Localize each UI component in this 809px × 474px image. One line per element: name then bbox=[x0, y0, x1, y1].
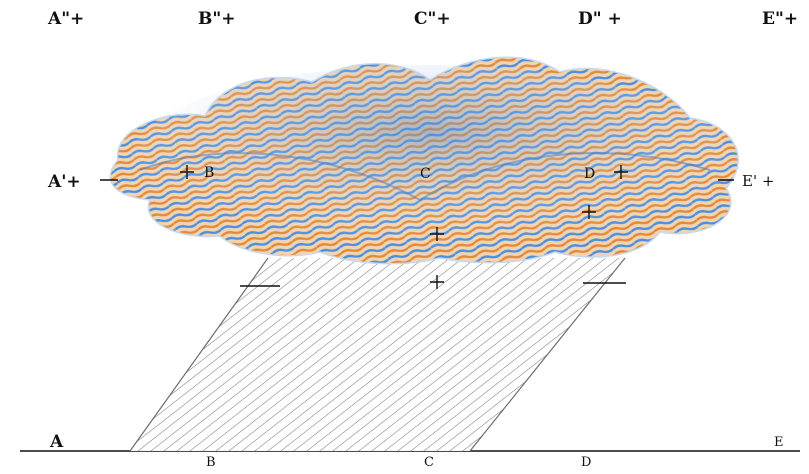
middle-label-d: D bbox=[584, 166, 595, 182]
middle-label-right: E' + bbox=[742, 172, 774, 190]
ground-label-d: D bbox=[581, 455, 591, 469]
top-label-b: B"+ bbox=[198, 9, 235, 29]
middle-label-left: A'+ bbox=[47, 172, 81, 192]
ground-label-e: E bbox=[774, 435, 784, 450]
rain-column bbox=[129, 257, 626, 452]
middle-label-c: C bbox=[420, 166, 431, 182]
ground-label-a: A bbox=[49, 432, 64, 452]
storm-cloud bbox=[109, 56, 739, 265]
top-label-e: E"+ bbox=[762, 9, 798, 29]
top-label-a: A"+ bbox=[47, 9, 84, 29]
middle-label-b: B bbox=[204, 165, 214, 181]
top-label-c: C"+ bbox=[414, 9, 451, 29]
ground-label-b: B bbox=[206, 455, 216, 469]
top-label-d: D" + bbox=[578, 9, 622, 29]
plus-markers bbox=[180, 165, 628, 289]
ground-label-c: C bbox=[424, 455, 434, 469]
